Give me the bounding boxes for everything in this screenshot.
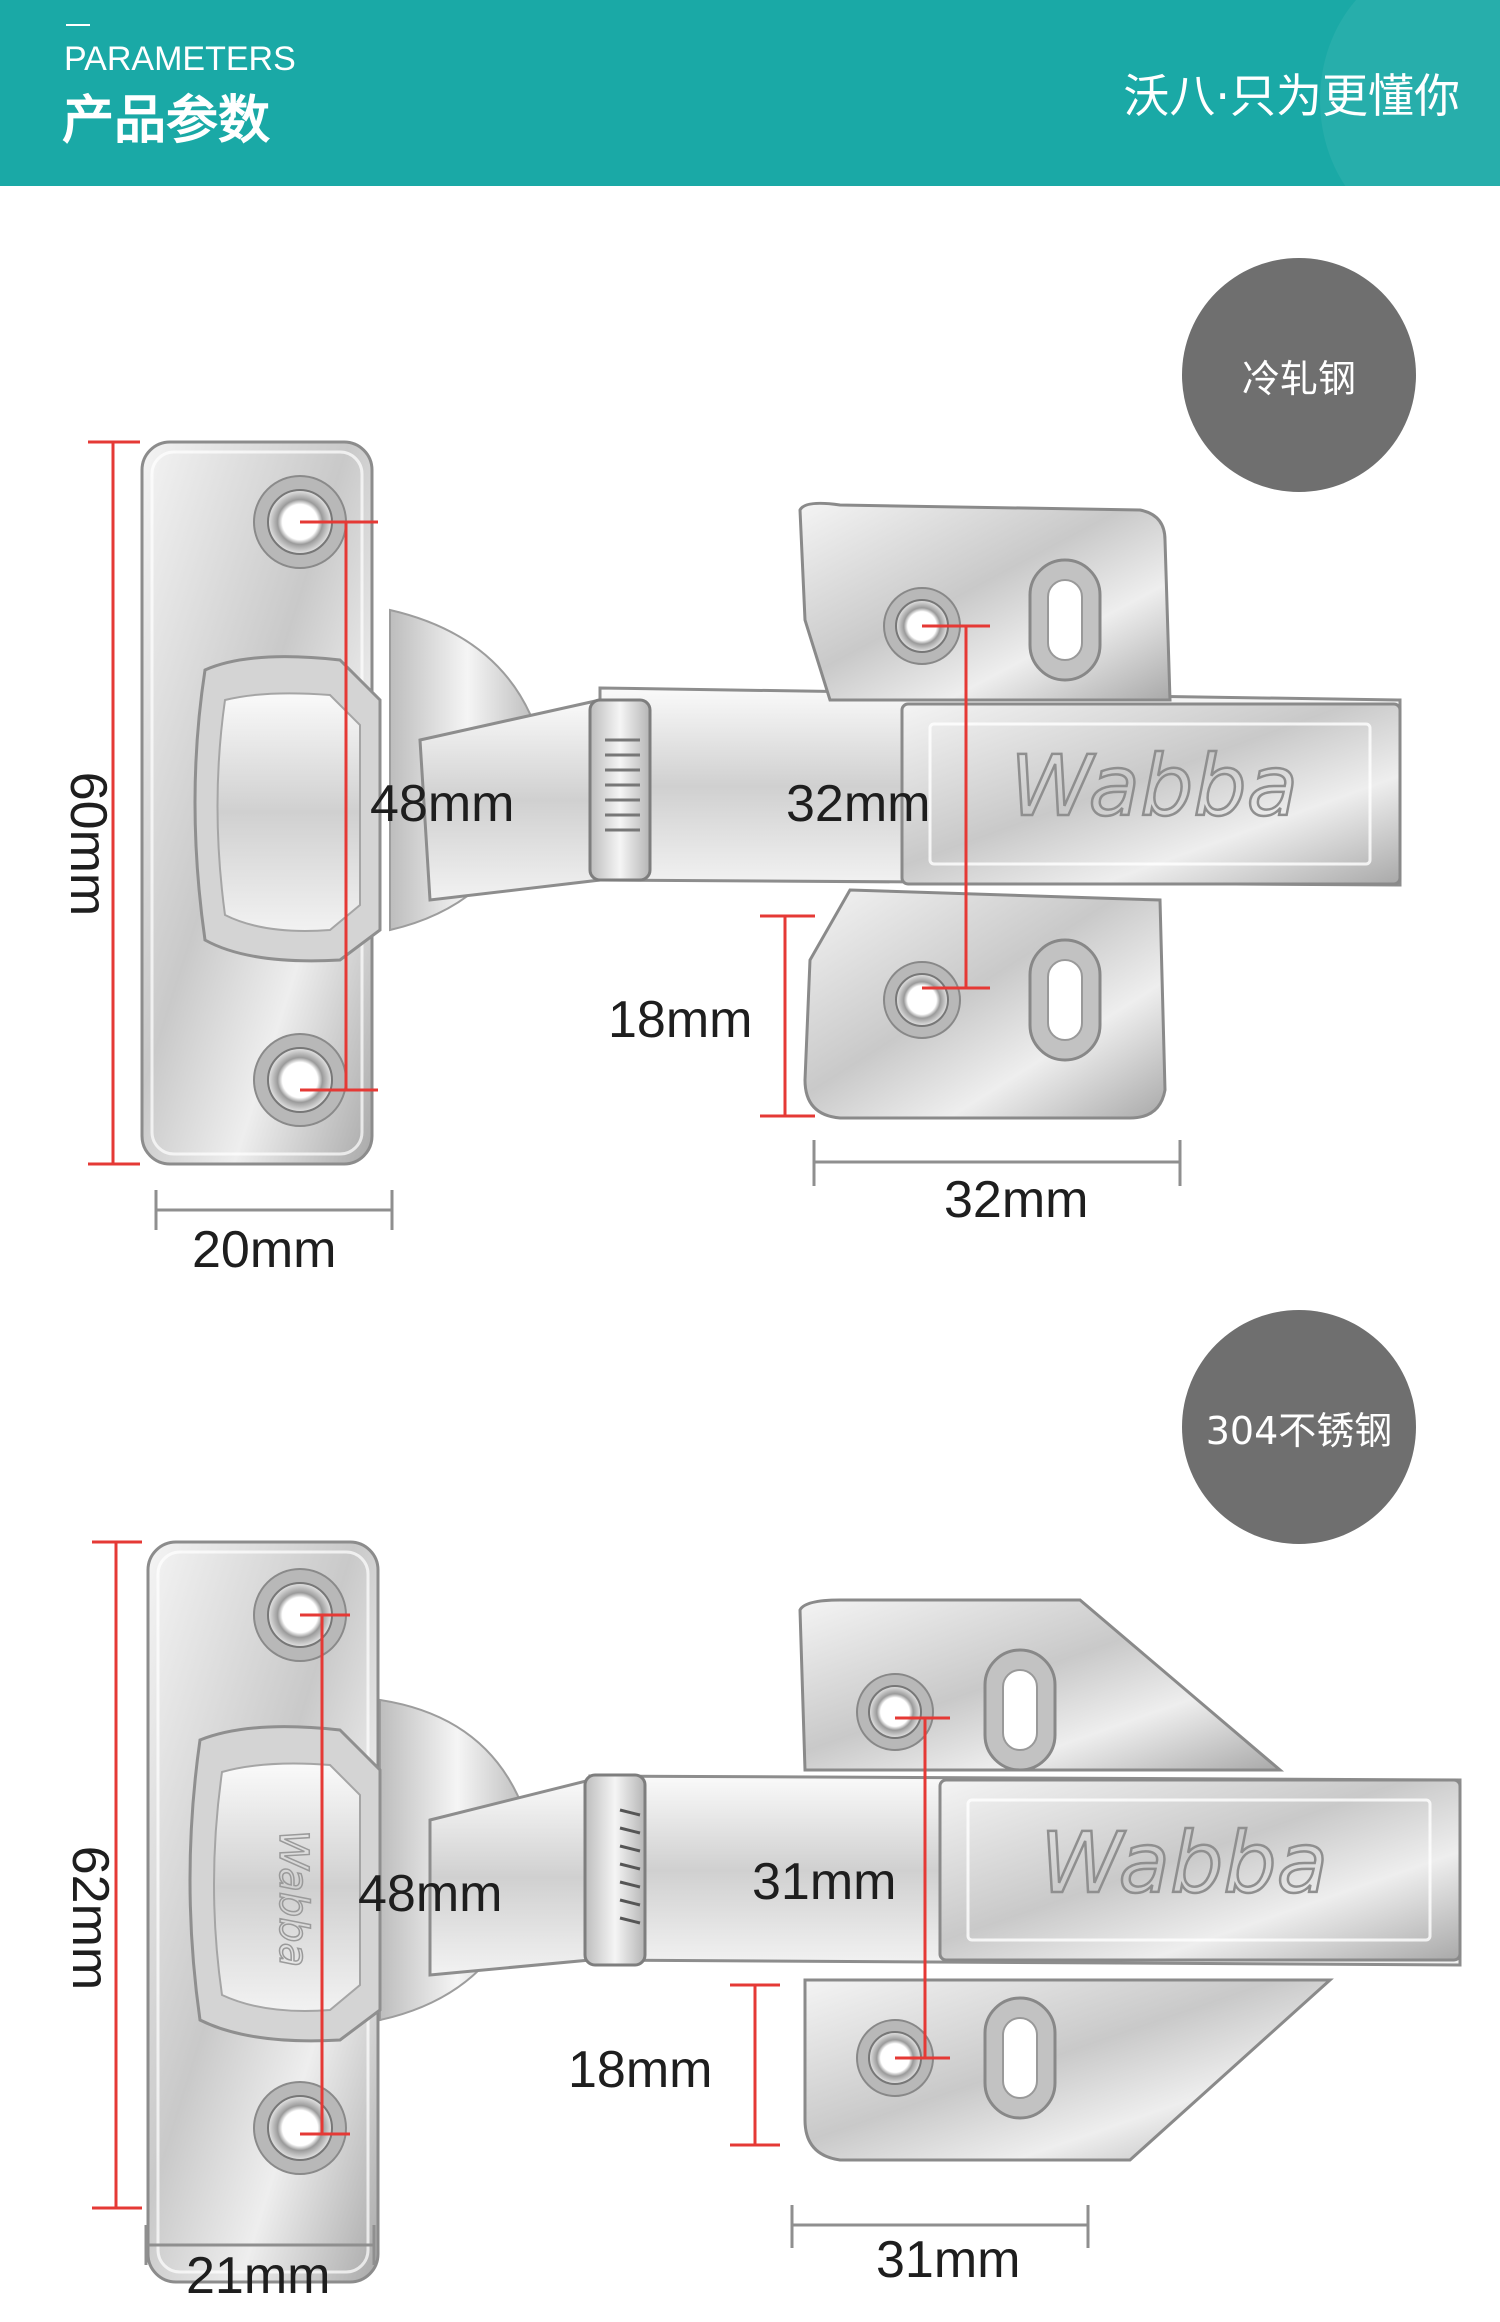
hinge-1-plate-width-label: 20mm [192,1221,337,1279]
hinge-1-hole-spacing-label: 48mm [370,775,515,833]
material-badge-2: 304不锈钢 [1182,1310,1416,1544]
hinge-1-height-label: 60mm [59,771,118,917]
hinge-1-illustration: Wabba [88,440,1402,1230]
hinge-2-cup-offset-label: 18mm [568,2041,713,2099]
header-decoration [1320,0,1500,186]
header-label-en: PARAMETERS [64,40,296,78]
brand-engraving-1: Wabba [1010,737,1298,835]
header-banner: PARAMETERS 产品参数 沃八·只为更懂你 [0,0,1500,186]
hinge-2-base-width-label: 31mm [876,2231,1021,2289]
brand-engraving-2: Wabba [1040,1814,1328,1912]
hinge-2-hole-spacing-label: 48mm [358,1865,503,1923]
header-label-cn: 产品参数 [62,91,271,151]
hinge-1-cup-offset-label: 18mm [608,991,753,1049]
hinge-1-base-width-label: 32mm [944,1171,1089,1229]
header-slogan: 沃八·只为更懂你 [1123,69,1460,123]
header-accent-line [66,24,90,26]
material-badge-1: 冷轧钢 [1182,258,1416,492]
hinge-2-height-label: 62mm [61,1845,120,1991]
hinge-2-illustration: Wabba Wabba [92,1540,1462,2284]
brand-engraving-plate: Wabba [270,1830,316,1967]
hinge-2-cup-hole-spacing-label: 31mm [752,1853,897,1911]
hinge-1-cup-hole-spacing-label: 32mm [786,775,931,833]
hinge-2-plate-width-label: 21mm [186,2247,331,2305]
